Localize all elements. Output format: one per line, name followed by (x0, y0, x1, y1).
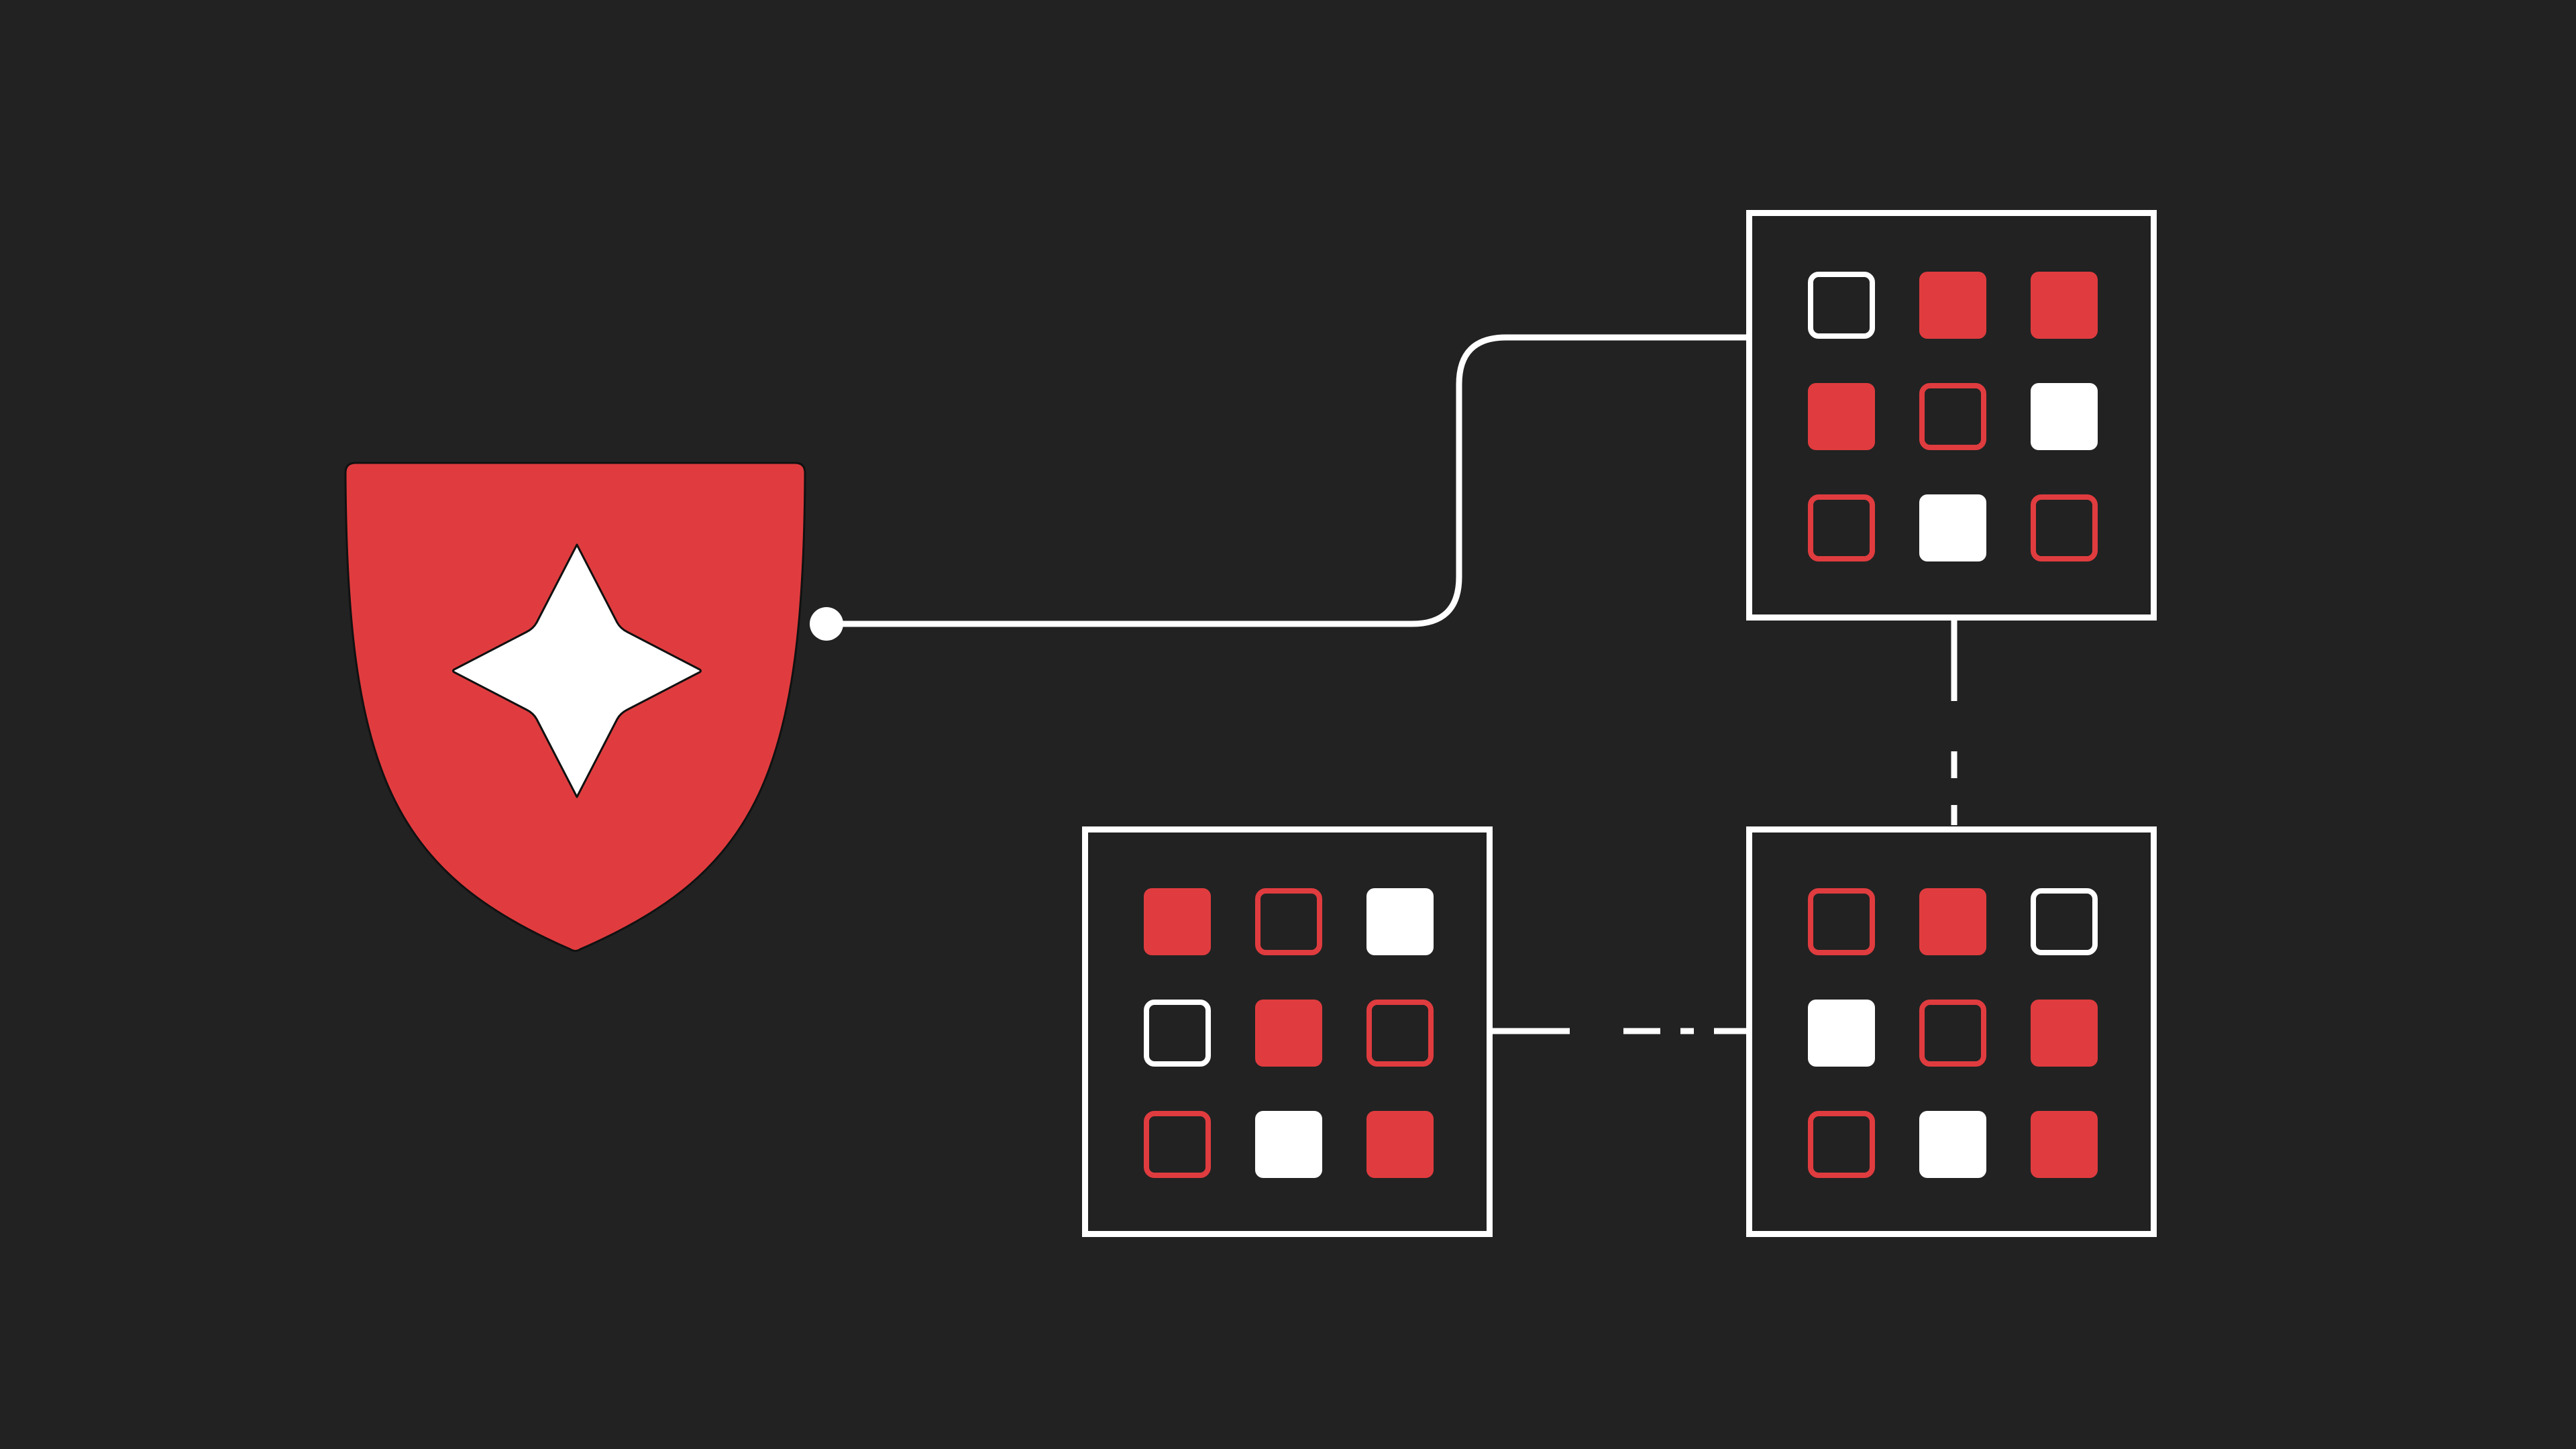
grid-cell-red-fill (1144, 888, 1211, 955)
grid-cell-red-fill (1366, 1111, 1434, 1178)
grid-cell-red-fill (2031, 272, 2098, 339)
grid-cell-white-fill (1255, 1111, 1322, 1178)
grid-cell-red-fill (1919, 888, 1986, 955)
grid-cell-white-fill (1919, 1111, 1986, 1178)
four-point-star-icon (452, 543, 702, 798)
grid-bottom-right (1746, 826, 2157, 1237)
connector-shield-to-top-grid (826, 334, 1746, 627)
grid-cell-white-fill (1366, 888, 1434, 955)
grid-cell-red-fill (1808, 383, 1875, 450)
grid-cell-red-fill (2031, 1000, 2098, 1067)
grid-cell-red-outline (1808, 1111, 1875, 1178)
grid-cell-red-outline (1366, 1000, 1434, 1067)
grid-cell-red-outline (1255, 888, 1322, 955)
grid-bottom-left (1082, 826, 1493, 1237)
grid-cell-red-fill (1255, 1000, 1322, 1067)
grid-cell-white-outline (2031, 888, 2098, 955)
grid-cell-red-outline (1144, 1111, 1211, 1178)
shield-icon (344, 462, 806, 952)
grid-cell-red-fill (2031, 1111, 2098, 1178)
grid-top-right (1746, 210, 2157, 621)
grid-cell-white-fill (2031, 383, 2098, 450)
grid-cell-red-outline (1919, 383, 1986, 450)
grid-cell-red-fill (1919, 272, 1986, 339)
grid-cell-white-fill (1808, 1000, 1875, 1067)
connector-origin-dot (810, 607, 843, 641)
grid-cell-white-fill (1919, 494, 1986, 561)
grid-cell-red-outline (1808, 888, 1875, 955)
grid-cell-red-outline (2031, 494, 2098, 561)
connectors (810, 334, 1957, 1034)
grid-cell-white-outline (1144, 1000, 1211, 1067)
grid-cell-red-outline (1919, 1000, 1986, 1067)
grid-cell-red-outline (1808, 494, 1875, 561)
grid-cell-white-outline (1808, 272, 1875, 339)
